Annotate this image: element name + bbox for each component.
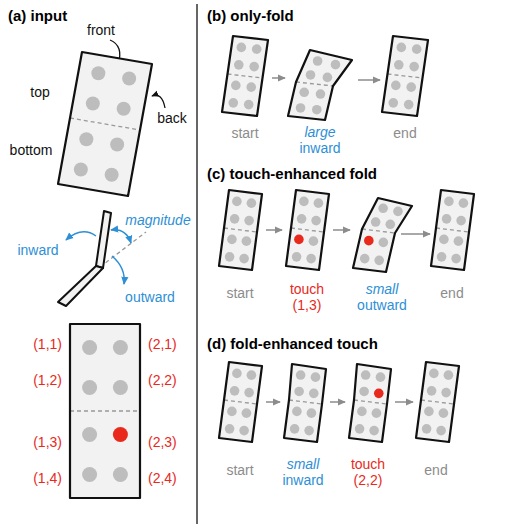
callout-label: front: [87, 22, 115, 38]
domino: [416, 362, 459, 442]
step-label: end: [393, 125, 416, 141]
fold-label: outward: [125, 289, 175, 305]
step-label: outward: [357, 297, 407, 313]
panel-title: (c) touch-enhanced fold: [207, 166, 377, 182]
domino-figures: [58, 36, 474, 498]
domino: [58, 52, 152, 196]
step-label: end: [424, 462, 447, 478]
step-label: start: [226, 285, 253, 301]
panel-divider: [196, 4, 198, 524]
pip-index: (1,4): [33, 470, 62, 486]
panel-title: (a) input: [8, 8, 67, 24]
step-label: small: [287, 456, 320, 472]
step-label: large: [304, 124, 335, 140]
step-label: start: [231, 125, 258, 141]
domino: [219, 190, 262, 270]
domino: [222, 36, 268, 116]
panel-title: (b) only-fold: [207, 8, 294, 24]
step-label: start: [226, 462, 253, 478]
pip-index: (1,1): [33, 336, 62, 352]
step-label: (1,3): [293, 297, 322, 313]
step-arrows: [266, 78, 430, 402]
step-label: touch: [351, 456, 385, 472]
pip-index: (1,2): [33, 372, 62, 388]
pip-index: (2,1): [148, 336, 177, 352]
callout-label: back: [157, 110, 187, 126]
domino: [284, 364, 326, 442]
domino: [288, 50, 352, 120]
side-label: bottom: [10, 142, 53, 158]
side-label: top: [30, 84, 49, 100]
fold-label: magnitude: [125, 212, 190, 228]
domino: [353, 198, 412, 272]
step-label: inward: [282, 472, 323, 488]
panel-title: (d) fold-enhanced touch: [207, 336, 378, 352]
domino: [431, 190, 474, 270]
domino: [349, 364, 391, 442]
back-leader: [152, 95, 165, 108]
step-label: inward: [299, 140, 340, 156]
step-label: small: [366, 281, 399, 297]
pip-index: (2,3): [148, 434, 177, 450]
pip-index: (1,3): [33, 434, 62, 450]
domino: [70, 324, 140, 498]
step-label: touch: [290, 281, 324, 297]
step-label: (2,2): [354, 472, 383, 488]
domino: [219, 362, 262, 442]
domino: [286, 190, 329, 270]
domino: [382, 36, 428, 116]
pip-index: (2,4): [148, 470, 177, 486]
step-label: end: [440, 285, 463, 301]
pip-index: (2,2): [148, 372, 177, 388]
fold-label: inward: [17, 242, 58, 258]
